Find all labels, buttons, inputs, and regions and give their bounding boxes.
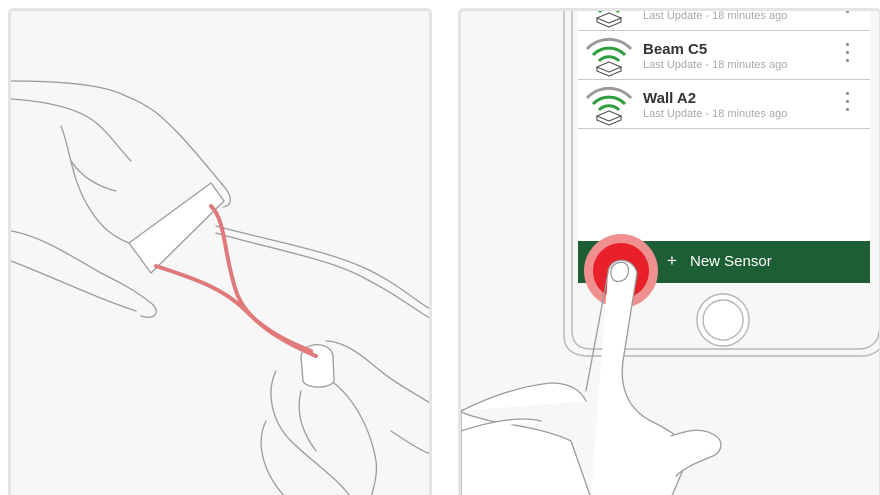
illustration-panel-cable (8, 8, 432, 495)
illustration-panel-phone: Last Update - 18 minutes ago Beam C5 Las… (458, 8, 880, 495)
finger-tap-illustration (461, 11, 880, 495)
hands-tying-cable-illustration (11, 11, 432, 495)
